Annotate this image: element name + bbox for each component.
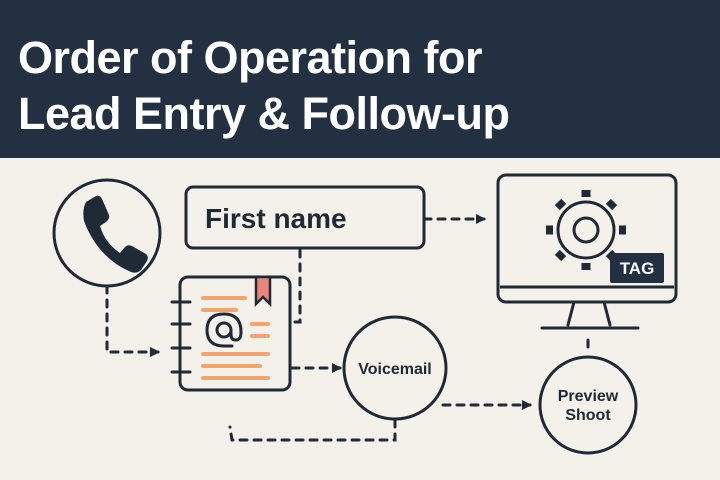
phone-icon — [83, 195, 148, 273]
header-banner: Order of Operation for Lead Entry & Foll… — [0, 0, 720, 158]
phone-node — [52, 178, 162, 288]
preview-shoot-label-line1: Preview — [558, 388, 619, 405]
page-title: Order of Operation for Lead Entry & Foll… — [18, 30, 510, 142]
first-name-label: First name — [205, 203, 347, 234]
preview-shoot-node: Preview Shoot — [538, 355, 638, 455]
voicemail-label: Voicemail — [358, 361, 432, 378]
title-line-2: Lead Entry & Follow-up — [18, 88, 510, 139]
at-sign-icon — [205, 312, 243, 348]
first-name-node: First name — [184, 185, 426, 250]
tag-badge: TAG — [610, 253, 664, 283]
binder-rings — [170, 300, 192, 374]
connector-name-to-book — [286, 248, 302, 324]
voicemail-node: Voicemail — [342, 315, 448, 421]
contact-book-node — [170, 275, 292, 392]
tag-label: TAG — [620, 259, 655, 278]
connector-voicemail-return — [228, 418, 397, 442]
monitor-node: TAG — [496, 173, 678, 330]
monitor-stand — [540, 300, 640, 330]
title-line-1: Order of Operation for — [18, 32, 483, 83]
preview-shoot-label-line2: Shoot — [565, 407, 611, 424]
connector-phone-to-book — [105, 284, 160, 357]
bookmark-ribbon — [254, 275, 272, 308]
entry-lines — [201, 296, 270, 380]
